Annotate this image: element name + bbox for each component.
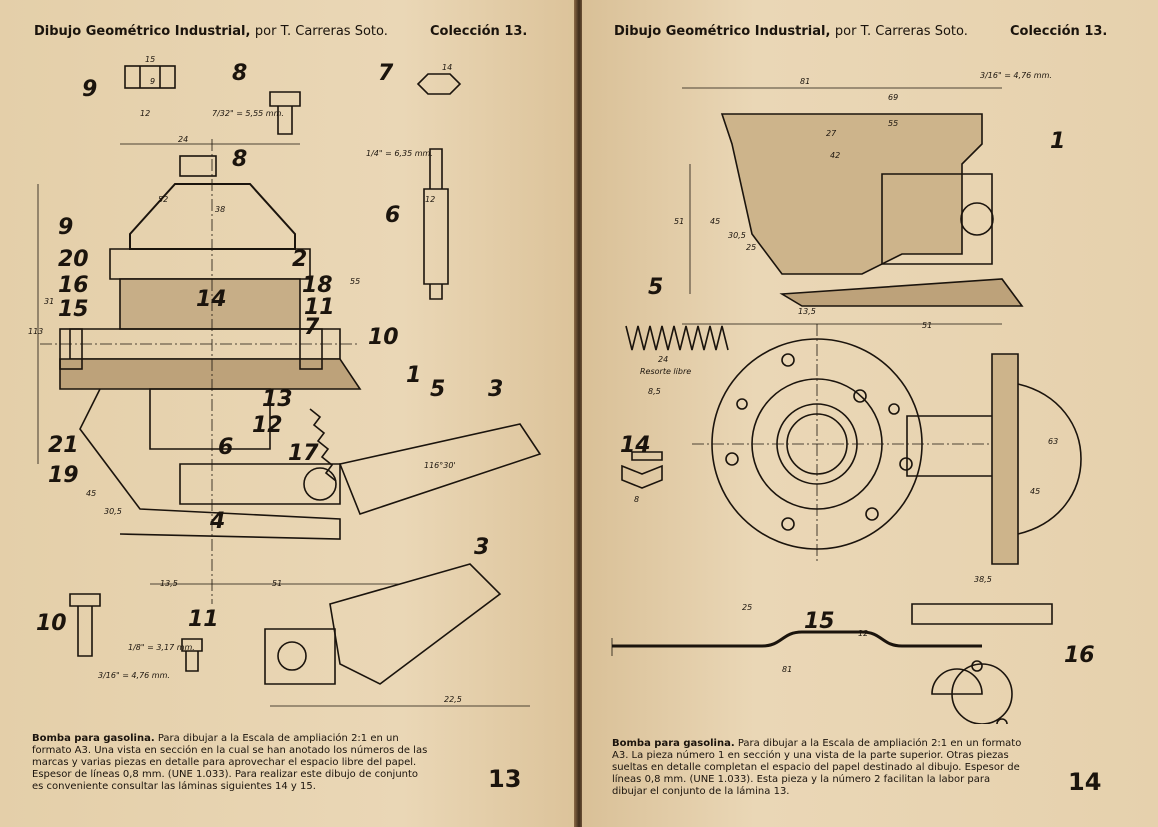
dim-69: 69 (888, 93, 898, 102)
dim-12: 12 (858, 629, 868, 638)
right-caption: Bomba para gasolina. Para dibujar a la E… (612, 738, 1022, 798)
dim-3-16: 3/16" = 4,76 mm. (980, 71, 1052, 80)
dim-45-side: 45 (1030, 487, 1040, 496)
dim-8: 8 (634, 495, 639, 504)
callout-5: 5 (648, 275, 663, 300)
dim-45: 45 (86, 489, 96, 498)
left-caption: Bomba para gasolina. Para dibujar a la E… (32, 733, 432, 793)
callout-16: 16 (58, 273, 89, 298)
callout-6-pin: 6 (385, 203, 400, 228)
pump-body-part-drawing: 1 5 14 15 16 81 69 55 3/16" = 4,76 mm. 2… (611, 71, 1095, 724)
fuel-pump-assembly-drawing: 9 8 7 8 6 9 2 20 16 18 15 14 11 7 10 1 5… (28, 55, 542, 707)
dim-55: 55 (350, 277, 360, 286)
dim-24: 24 (178, 135, 188, 144)
dim-12: 12 (140, 109, 150, 118)
dim-81-gasket: 81 (782, 665, 792, 674)
left-header: Dibujo Geométrico Industrial, por T. Car… (34, 24, 388, 39)
dim-13-5: 13,5 (798, 307, 816, 316)
dim-113: 113 (28, 327, 43, 336)
callout-11: 11 (304, 295, 335, 320)
callout-3: 3 (488, 377, 503, 402)
resorte-libre-label: Resorte libre (640, 367, 691, 376)
callout-5: 5 (430, 377, 445, 402)
right-header-title: Dibujo Geométrico Industrial, (614, 24, 831, 39)
dim-24: 24 (658, 355, 668, 364)
dim-13-5: 13,5 (160, 579, 178, 588)
callout-4: 4 (209, 509, 225, 534)
callout-12: 12 (252, 413, 283, 438)
dim-63: 63 (1048, 437, 1058, 446)
dim-9: 9 (150, 77, 155, 86)
right-collection: Colección 13. (1010, 24, 1108, 39)
callout-7-top: 7 (378, 61, 394, 86)
callout-14: 14 (620, 433, 651, 458)
dim-7-32: 7/32" = 5,55 mm. (212, 109, 284, 118)
left-collection: Colección 13. (430, 24, 528, 39)
dim-31: 31 (44, 297, 54, 306)
callout-9-top: 9 (82, 77, 97, 102)
left-caption-title: Bomba para gasolina. (32, 733, 155, 744)
callout-14: 14 (196, 287, 227, 312)
right-caption-text: Para dibujar a la Escala de ampliación 2… (612, 738, 1022, 797)
callout-19: 19 (48, 463, 79, 488)
left-header-author: por T. Carreras Soto. (254, 24, 388, 39)
right-page: Dibujo Geométrico Industrial, por T. Car… (582, 0, 1158, 827)
left-page: Dibujo Geométrico Industrial, por T. Car… (0, 0, 576, 827)
dim-116-30: 116°30' (424, 461, 456, 470)
callout-2: 2 (292, 247, 307, 272)
dim-38: 38 (215, 205, 225, 214)
callout-16: 16 (1064, 643, 1095, 668)
callout-20: 20 (58, 247, 89, 272)
callout-17: 17 (288, 441, 319, 466)
dim-45-vert: 45 (710, 217, 720, 226)
dim-15: 15 (145, 55, 155, 64)
dim-27: 27 (826, 129, 837, 138)
dim-51-vert: 51 (674, 217, 684, 226)
dim-14: 14 (442, 63, 452, 72)
dim-30-5: 30,5 (104, 507, 122, 516)
book-gutter (574, 0, 584, 827)
dim-42: 42 (830, 151, 840, 160)
dim-3-16: 3/16" = 4,76 mm. (98, 671, 170, 680)
callout-10: 10 (368, 325, 399, 350)
dim-25: 25 (746, 243, 756, 252)
dim-22-5: 22,5 (444, 695, 462, 704)
callout-11-detail: 11 (188, 607, 219, 632)
right-caption-title: Bomba para gasolina. (612, 738, 735, 749)
callout-3-detail: 3 (474, 535, 489, 560)
callout-6: 6 (218, 435, 233, 460)
dim-55: 55 (888, 119, 898, 128)
right-header-author: por T. Carreras Soto. (834, 24, 968, 39)
callout-1: 1 (1050, 129, 1065, 154)
callout-1: 1 (406, 363, 421, 388)
left-header-title: Dibujo Geométrico Industrial, (34, 24, 251, 39)
dim-25-gasket: 25 (742, 603, 752, 612)
dim-8-5: 8,5 (648, 387, 661, 396)
dim-12b: 12 (425, 195, 435, 204)
callout-21: 21 (48, 433, 79, 458)
left-page-number: 13 (488, 765, 522, 793)
callout-7: 7 (304, 315, 320, 340)
dim-51: 51 (922, 321, 932, 330)
dim-1-4: 1/4" = 6,35 mm. (366, 149, 433, 158)
callout-15: 15 (58, 297, 89, 322)
dim-38-5: 38,5 (974, 575, 992, 584)
callout-15: 15 (804, 609, 835, 634)
callout-8: 8 (232, 147, 247, 172)
callout-8-top: 8 (232, 61, 247, 86)
left-caption-text: Para dibujar a la Escala de ampliación 2… (32, 733, 428, 792)
dim-30-5: 30,5 (728, 231, 746, 240)
dim-52: 52 (158, 195, 168, 204)
callout-18: 18 (302, 273, 333, 298)
callout-9: 9 (58, 215, 73, 240)
dim-1-8: 1/8" = 3,17 mm. (128, 643, 195, 652)
dim-81: 81 (800, 77, 810, 86)
callout-10-detail: 10 (36, 611, 67, 636)
callout-13: 13 (262, 387, 293, 412)
dim-51: 51 (272, 579, 282, 588)
right-header: Dibujo Geométrico Industrial, por T. Car… (614, 24, 968, 39)
right-page-number: 14 (1068, 768, 1102, 796)
